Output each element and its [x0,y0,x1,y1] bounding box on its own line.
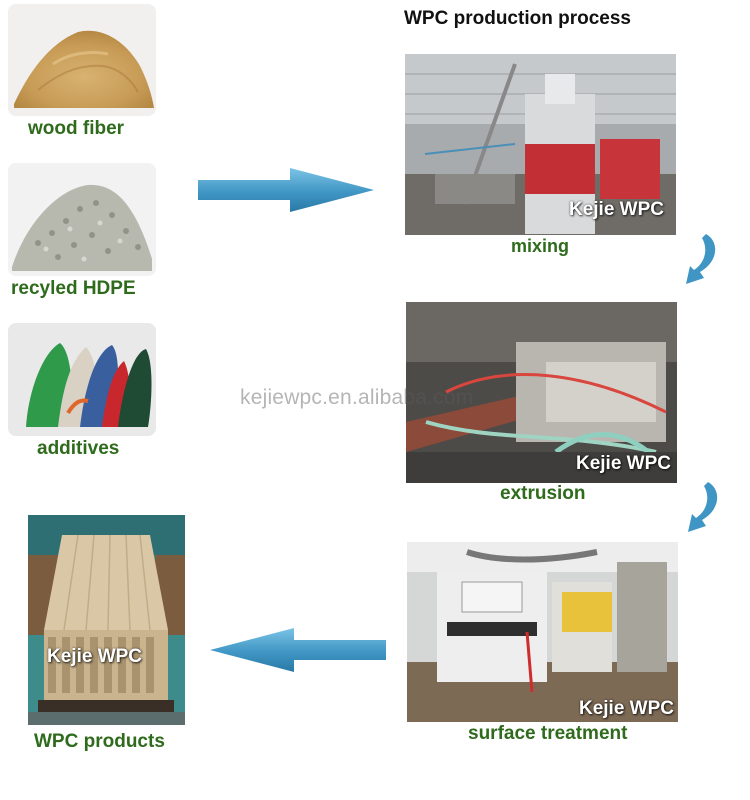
wood-fiber-label: wood fiber [28,118,125,139]
recycled-hdpe-label: recyled HDPE [11,278,136,299]
curved-down-arrow-icon [686,480,726,536]
extrusion-label: extrusion [500,483,586,504]
extrusion-brand: Kejie WPC [575,453,671,474]
page-title: WPC production process [404,8,631,29]
wood-fiber-image [8,4,156,116]
surface-treatment-brand: Kejie WPC [578,698,674,719]
mixing-brand: Kejie WPC [568,199,664,220]
left-arrow-icon [208,627,386,673]
extrusion-photo: Kejie WPC [406,302,677,483]
right-arrow-icon [198,166,376,214]
watermark-text: kejiewpc.en.alibaba.com [240,386,474,409]
curved-down-arrow-icon [684,232,724,288]
surface-treatment-photo: Kejie WPC [407,542,678,722]
wpc-products-label: WPC products [34,731,165,752]
surface-treatment-label: surface treatment [468,723,628,744]
wpc-products-photo: Kejie WPC [28,515,185,725]
wpc-products-brand: Kejie WPC [47,646,143,667]
mixing-label: mixing [511,236,570,256]
additives-image [8,323,156,436]
additives-label: additives [37,438,120,459]
mixing-photo: Kejie WPC [405,54,676,235]
recycled-hdpe-image [8,163,156,276]
